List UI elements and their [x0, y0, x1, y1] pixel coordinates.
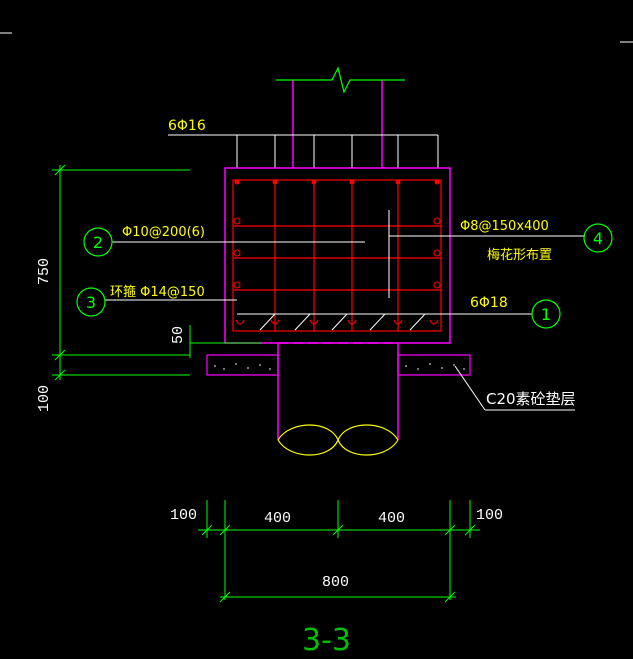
callout-3: 3: [76, 287, 106, 317]
bottom-bars-label: 6Φ18: [470, 295, 508, 311]
callout-4-text: 4: [593, 229, 603, 248]
callout-2: 2: [83, 227, 113, 257]
inner-leaders: [105, 210, 585, 331]
pad-note-label: C20素砼垫层: [486, 390, 576, 408]
pad-leader: [454, 365, 575, 411]
dim-left-pad: 100: [36, 385, 53, 412]
dim-bottom-left: 100: [170, 507, 197, 524]
rebar-cage: [232, 179, 442, 332]
top-bar-dots: [234, 179, 440, 185]
dim-left-cover: 50: [170, 326, 187, 344]
stirrup-outline: [232, 179, 442, 332]
dim-bottom-total: 800: [322, 574, 349, 591]
pile: [277, 342, 399, 456]
dim-bottom-mid1: 400: [264, 510, 291, 527]
section-title: 3-3: [302, 623, 351, 658]
bottom-dimension-lines: [198, 500, 480, 603]
bottom-bar-hooks: [235, 319, 439, 325]
callout-1-text: 1: [541, 305, 551, 324]
top-bars-label: 6Φ16: [168, 118, 206, 134]
upper-column: [276, 66, 405, 168]
pile-cap-outline: [224, 167, 451, 344]
callout-2-text: 2: [93, 233, 103, 252]
concrete-pads: [206, 354, 471, 376]
waist-bar-marks: [233, 217, 441, 289]
waist-bars-label: Φ10@200(6): [122, 225, 205, 240]
plum-bars-label: Φ8@150x400: [460, 219, 549, 234]
top-bars-leader: [168, 134, 439, 168]
plum-note-label: 梅花形布置: [487, 247, 552, 263]
corner-marks: [0, 32, 633, 43]
left-dimension-lines: [52, 164, 262, 381]
callout-3-text: 3: [86, 293, 96, 312]
dim-bottom-mid2: 400: [378, 510, 405, 527]
callout-1: 1: [530, 299, 561, 329]
dim-left-height: 750: [36, 258, 53, 285]
break-line-symbol: [276, 66, 405, 94]
pile-break-symbol: [277, 424, 399, 456]
callout-4: 4: [583, 223, 613, 253]
stirrups-label: 环箍 Φ14@150: [110, 284, 205, 300]
dim-bottom-right: 100: [476, 507, 503, 524]
